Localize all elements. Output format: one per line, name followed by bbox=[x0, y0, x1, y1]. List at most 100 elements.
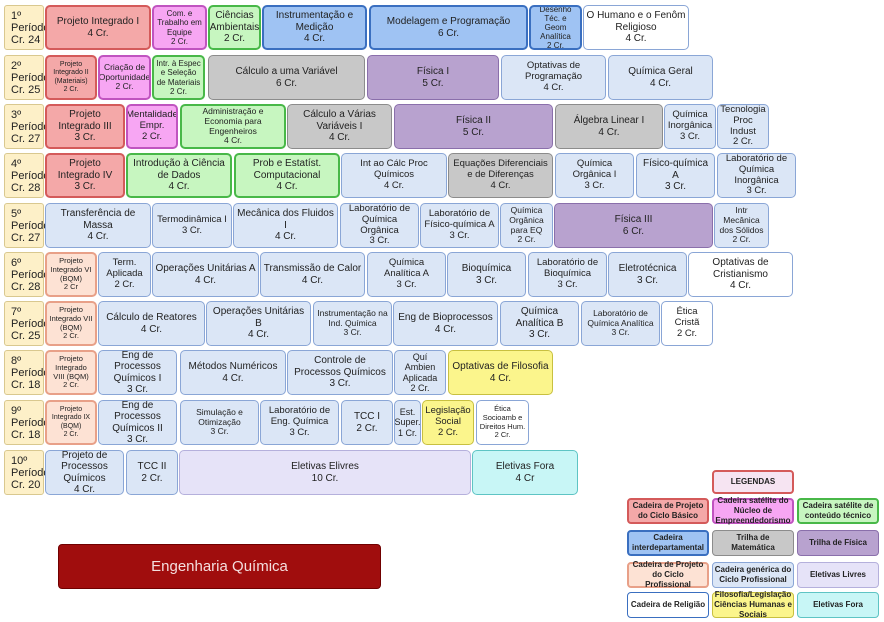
course-name: Com. e Trabalho em Equipe bbox=[157, 9, 202, 37]
course-credits: 10 Cr. bbox=[311, 472, 339, 484]
course-credits: 6 Cr. bbox=[275, 77, 298, 89]
course-name: Simulação e Otimização bbox=[196, 406, 243, 427]
course-credits: 4 Cr. bbox=[303, 33, 326, 45]
course-cell[interactable]: Est. Super.1 Cr. bbox=[394, 400, 421, 445]
course-credits: 2 Cr. bbox=[732, 136, 754, 148]
course-credits: 2 Cr. bbox=[494, 430, 511, 440]
course-credits: 3 Cr. bbox=[475, 274, 498, 286]
course-name: Instrumentação e Medição bbox=[275, 10, 354, 33]
course-credits: 2 Cr. bbox=[676, 327, 698, 339]
course-credits: 2 Cr. bbox=[410, 382, 430, 393]
course-cell[interactable]: Mentalidade Empr.2 Cr. bbox=[126, 104, 178, 149]
course-cell[interactable]: Projeto Integrado VII (BQM)2 Cr. bbox=[45, 301, 97, 346]
course-cell[interactable]: Administração e Economia para Engenheiro… bbox=[180, 104, 286, 149]
course-name: Modelagem e Programação bbox=[386, 16, 511, 27]
course-name: Projeto Integrado VI (BQM) bbox=[50, 256, 92, 283]
course-credits: 2 Cr. bbox=[732, 234, 751, 245]
course-name: Optativas de Filosofia bbox=[452, 361, 549, 372]
course-credits: 3 Cr. bbox=[611, 327, 630, 338]
legend-item: Eletivas Fora bbox=[797, 592, 879, 618]
course-cell[interactable]: Projeto Integrado IX (BQM)2 Cr. bbox=[45, 400, 97, 445]
course-cell[interactable]: Projeto Integrado II (Materiais)2 Cr. bbox=[45, 55, 97, 100]
course-cell[interactable]: Projeto Integrado VI (BQM)2 Cr bbox=[45, 252, 97, 297]
course-name: Ciências Ambientais bbox=[209, 10, 260, 33]
course-name: Cálculo de Reatores bbox=[106, 312, 197, 323]
course-credits: 2 Cr. bbox=[170, 86, 187, 96]
course-name: O Humano e o Fenôm Religioso bbox=[586, 10, 686, 33]
course-name: Laboratório de Química Analítica bbox=[587, 307, 654, 328]
course-cell[interactable]: Ética Socioamb e Direitos Hum.2 Cr. bbox=[476, 400, 529, 445]
course-credits: 2 Cr. bbox=[547, 41, 564, 50]
course-credits: 2 Cr. bbox=[63, 430, 79, 438]
course-credits: 3 Cr. bbox=[74, 181, 96, 193]
course-cell[interactable]: Projeto Integrado VIII (BQM)2 Cr. bbox=[45, 350, 97, 395]
course-credits: 4 Cr. bbox=[490, 179, 511, 191]
course-credits: 3 Cr. bbox=[329, 378, 351, 390]
